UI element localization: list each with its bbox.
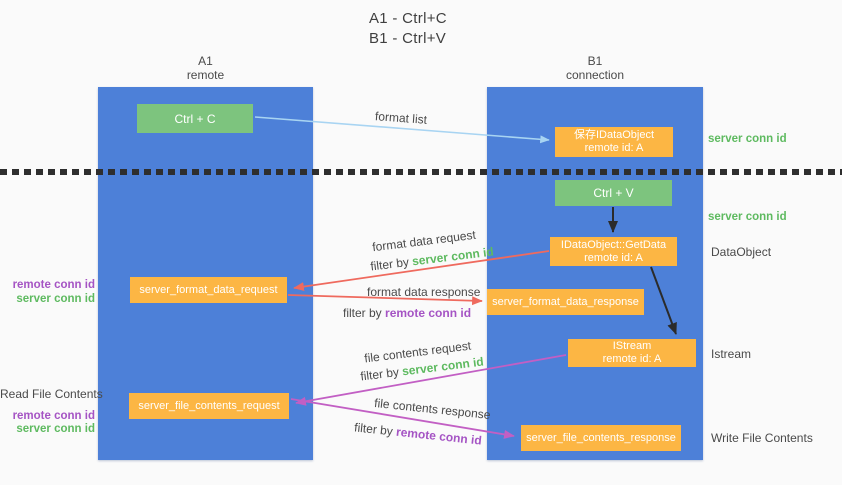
save-idataobject-line1: 保存IDataObject [573,129,655,141]
ctrl-v-label: Ctrl + V [593,186,634,200]
file-contents-response-text: file contents response [373,395,492,423]
ctrl-c-node: Ctrl + C [137,104,253,133]
remote-conn-id-key: remote conn id [395,424,483,448]
lifeline-b1-name: connection [565,68,625,82]
server-file-contents-request-node: server_file_contents_request [129,393,289,419]
title-line-1: A1 - Ctrl+C [369,10,447,27]
idataobject-getdata-line1: IDataObject::GetData [560,238,667,251]
lifeline-header-b1: B1 connection [487,54,703,82]
title-line-2: B1 - Ctrl+V [369,30,447,47]
format-data-response-label: format data response [367,285,480,299]
format-list-label: format list [374,109,428,127]
istream-line2: remote id: A [602,353,662,365]
format-data-response-text: format data response [367,285,481,299]
server-format-data-request-node: server_format_data_request [130,277,287,303]
remote-conn-id-annotation-bottom: remote conn id [12,410,95,422]
server-conn-id-annotation-left-top: server conn id [16,293,95,305]
server-file-contents-request-label: server_file_contents_request [138,399,280,412]
istream-line1: IStream [612,340,652,352]
save-idataobject-line2: remote id: A [584,142,644,154]
ctrl-c-label: Ctrl + C [174,111,216,126]
filter-by-text: filter by [353,420,394,439]
diagram-title: A1 - Ctrl+C B1 - Ctrl+V [369,9,447,49]
lifeline-header-a1: A1 remote [98,54,313,82]
ctrl-v-node: Ctrl + V [555,180,672,206]
file-contents-response-label: file contents response [374,396,492,422]
dataobject-annotation: DataObject [711,245,772,259]
server-format-data-request-label: server_format_data_request [139,283,278,296]
lifeline-b1-id: B1 [587,54,603,68]
idataobject-getdata-line2: remote id: A [584,251,643,264]
remote-conn-id-annotation-top: remote conn id [12,279,95,291]
istream-annotation: Istream [711,347,752,361]
phase-divider-dotted-line [0,169,842,175]
lifeline-a1-id: A1 [198,54,213,68]
server-file-contents-response-label: server_file_contents_response [526,431,676,444]
save-idataobject-node: 保存IDataObject remote id: A [555,127,673,157]
idataobject-getdata-node: IDataObject::GetData remote id: A [550,237,677,266]
server-format-data-response-label: server_format_data_response [492,295,639,308]
server-conn-id-annotation-mid: server conn id [708,211,787,223]
filter-by-text: filter by [343,306,382,320]
file-contents-response-filter: filter by remote conn id [354,420,483,447]
lifeline-a1-name: remote [186,68,225,82]
server-conn-id-annotation-top: server conn id [708,133,787,145]
format-data-response-filter: filter by remote conn id [343,306,471,320]
filter-by-text: filter by [359,364,400,384]
remote-conn-id-key: remote conn id [385,306,472,320]
filter-by-text: filter by [369,254,410,274]
server-conn-id-annotation-left-bottom: server conn id [16,423,95,435]
write-file-contents-annotation: Write File Contents [711,431,813,445]
read-file-contents-annotation: Read File Contents [0,387,103,401]
istream-node: IStream remote id: A [568,339,696,367]
server-file-contents-response-node: server_file_contents_response [521,425,681,451]
server-format-data-response-node: server_format_data_response [487,289,644,315]
